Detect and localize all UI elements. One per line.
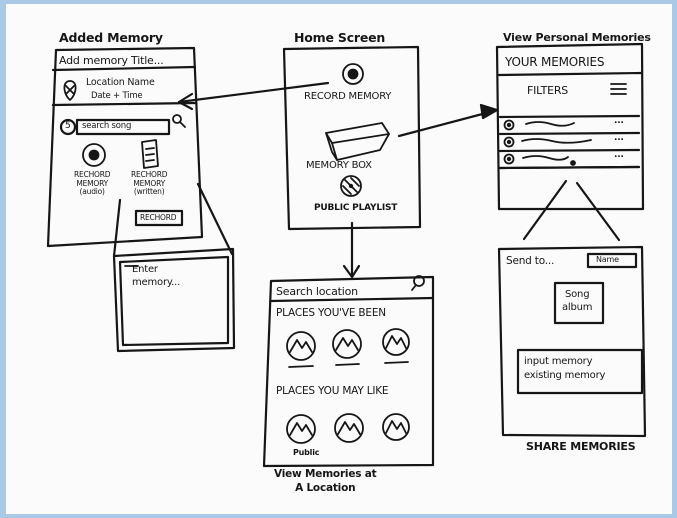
arrow-home-to-view-head xyxy=(479,103,499,120)
mountain-icon xyxy=(334,413,364,443)
input-memory-label[interactable]: input memory existing memory xyxy=(524,356,606,381)
location-name-label: Location Name xyxy=(86,77,155,88)
view-memories-title: View Personal Memories xyxy=(503,31,651,44)
added-memory-divider xyxy=(51,101,198,107)
share-frame xyxy=(497,245,647,438)
vinyl-center xyxy=(348,183,354,189)
added-memory-title-divider xyxy=(51,65,197,72)
public-label: Public xyxy=(293,448,320,457)
search-location-frame xyxy=(262,275,435,468)
memory-box-label[interactable]: MEMORY BOX xyxy=(306,160,372,171)
mountain-icon xyxy=(382,413,410,441)
enter-memory-inner xyxy=(118,255,230,347)
input-memory-box xyxy=(516,348,644,395)
memory-row-marker xyxy=(570,160,576,166)
places-been-label: PLACES YOU'VE BEEN xyxy=(276,307,386,319)
home-screen-title: Home Screen xyxy=(294,30,386,45)
memory-row-3 xyxy=(498,165,641,170)
search-location-caption: View Memories at A Location xyxy=(274,468,377,494)
location-pin-icon xyxy=(63,80,77,101)
added-memory-title: Added Memory xyxy=(59,30,163,45)
document-icon xyxy=(141,139,159,169)
places-like-label: PLACES YOU MAY LIKE xyxy=(276,385,389,397)
play-icon xyxy=(503,119,515,131)
box-icon xyxy=(325,122,390,161)
mountain-icon xyxy=(286,331,316,361)
connector-right-a xyxy=(196,182,234,256)
public-playlist-label[interactable]: PUBLIC PLAYLIST xyxy=(314,203,398,213)
memory-row-1 xyxy=(498,114,641,136)
arrow-home-to-view xyxy=(397,110,492,138)
your-memories-header: YOUR MEMORIES xyxy=(505,55,605,69)
share-connector-right xyxy=(575,181,621,242)
record-icon xyxy=(342,63,364,85)
mountain-icon xyxy=(286,414,316,444)
name-box xyxy=(586,252,638,269)
memory-row-dots[interactable]: ... xyxy=(614,116,624,126)
sketch-sheet: Added Memory Add memory Title... Locatio… xyxy=(6,4,672,514)
record-button-box xyxy=(134,209,184,227)
view-memories-header-divider xyxy=(497,71,644,77)
share-connector-left xyxy=(522,179,568,241)
search-location-title[interactable]: Search location xyxy=(276,285,358,298)
home-screen-frame xyxy=(282,45,422,231)
song-album-label[interactable]: Song album xyxy=(562,289,593,313)
wireframe-sketch xyxy=(46,42,647,468)
enter-memory-text[interactable]: Enter memory... xyxy=(132,264,181,288)
memory-row-dots[interactable]: ... xyxy=(614,150,624,160)
arrow-home-to-search-head xyxy=(342,264,361,279)
connector-left-a xyxy=(112,198,122,258)
hamburger-icon xyxy=(610,83,627,95)
add-title-field[interactable]: Add memory Title... xyxy=(59,54,164,67)
record-memory-label[interactable]: RECORD MEMORY xyxy=(304,91,392,102)
search-song-box xyxy=(75,118,171,136)
send-to-label: Send to... xyxy=(506,255,555,267)
mountain-icon xyxy=(332,329,362,359)
arrow-home-to-added-head xyxy=(177,92,194,111)
enter-memory-card xyxy=(112,247,236,353)
share-memories-caption: SHARE MEMORIES xyxy=(526,440,636,453)
memory-row-dots[interactable]: ... xyxy=(614,133,624,143)
search-location-divider xyxy=(269,296,435,303)
name-field[interactable]: Name xyxy=(596,255,619,264)
step-five-marker xyxy=(59,118,77,136)
place-underline xyxy=(288,361,409,368)
arrow-home-to-added xyxy=(177,81,330,104)
record-icon xyxy=(82,143,106,167)
play-icon xyxy=(503,136,515,148)
play-icon xyxy=(503,153,515,165)
song-album-box xyxy=(553,281,605,325)
magnifier-icon xyxy=(411,275,425,291)
filters-label[interactable]: FILTERS xyxy=(527,84,569,97)
date-time-label: Date + Time xyxy=(91,91,143,101)
mountain-icon xyxy=(382,328,410,356)
added-memory-frame xyxy=(46,46,204,248)
record-audio-label[interactable]: RECHORD MEMORY (audio) xyxy=(74,170,111,197)
view-memories-frame xyxy=(495,42,645,211)
search-song-input[interactable]: search song xyxy=(82,121,132,131)
magnifier-icon xyxy=(172,114,186,128)
memory-row-squiggle xyxy=(522,155,569,161)
record-written-label[interactable]: RECHORD MEMORY (written) xyxy=(131,170,168,197)
memory-row-squiggle xyxy=(525,121,575,127)
record-button[interactable]: RECHORD xyxy=(140,213,177,222)
step-five-label: 5 xyxy=(65,121,71,131)
memory-row-squiggle xyxy=(521,138,592,144)
